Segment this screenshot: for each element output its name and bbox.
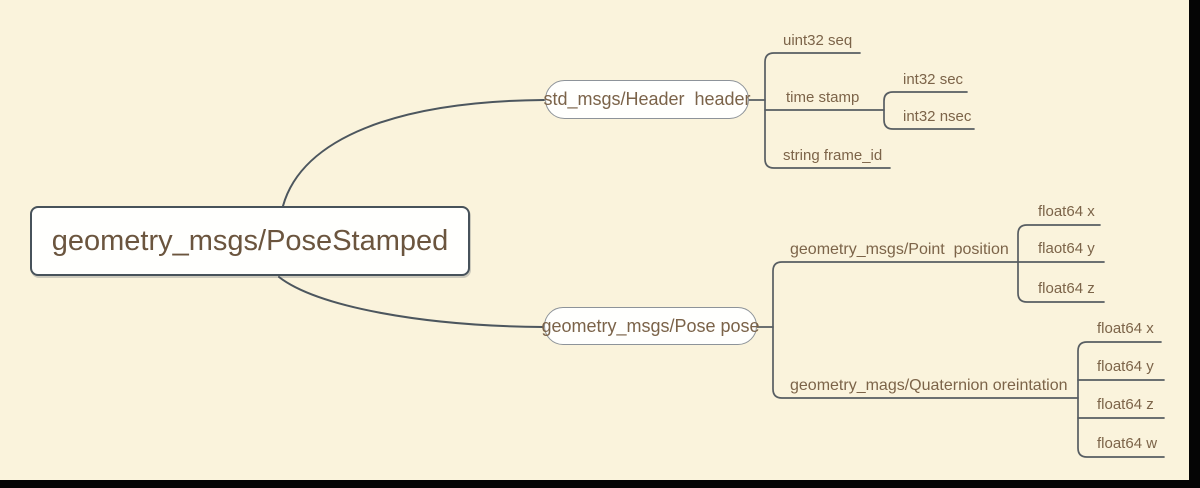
node-orientation-y[interactable]: float64 y: [1097, 358, 1154, 375]
node-string-frame-id[interactable]: string frame_id: [783, 147, 883, 164]
screen-edge-bottom: [0, 480, 1200, 488]
node-position-z[interactable]: float64 z: [1038, 280, 1095, 297]
node-int32-sec[interactable]: int32 sec: [903, 71, 964, 88]
node-std-msgs-header[interactable]: std_msgs/Header header: [543, 80, 751, 119]
node-geometry-msgs-pose[interactable]: geometry_msgs/Pose pose: [541, 307, 760, 345]
node-uint32-seq[interactable]: uint32 seq: [783, 32, 853, 49]
screen-edge-right: [1189, 0, 1200, 488]
node-quaternion-orientation[interactable]: geometry_mags/Quaternion oreintation: [790, 377, 1068, 394]
node-root-posestamped[interactable]: geometry_msgs/PoseStamped: [30, 206, 470, 276]
node-position-y[interactable]: flaot64 y: [1038, 240, 1095, 257]
node-time-stamp[interactable]: time stamp: [786, 89, 860, 106]
node-position-x[interactable]: float64 x: [1038, 203, 1095, 220]
node-orientation-w[interactable]: float64 w: [1097, 435, 1158, 452]
edge-root-header: [282, 99, 545, 207]
node-point-position[interactable]: geometry_msgs/Point position: [790, 241, 1009, 258]
node-int32-nsec[interactable]: int32 nsec: [903, 108, 972, 125]
edge-root-pose: [278, 276, 544, 328]
node-orientation-z[interactable]: float64 z: [1097, 396, 1154, 413]
node-orientation-x[interactable]: float64 x: [1097, 320, 1154, 337]
